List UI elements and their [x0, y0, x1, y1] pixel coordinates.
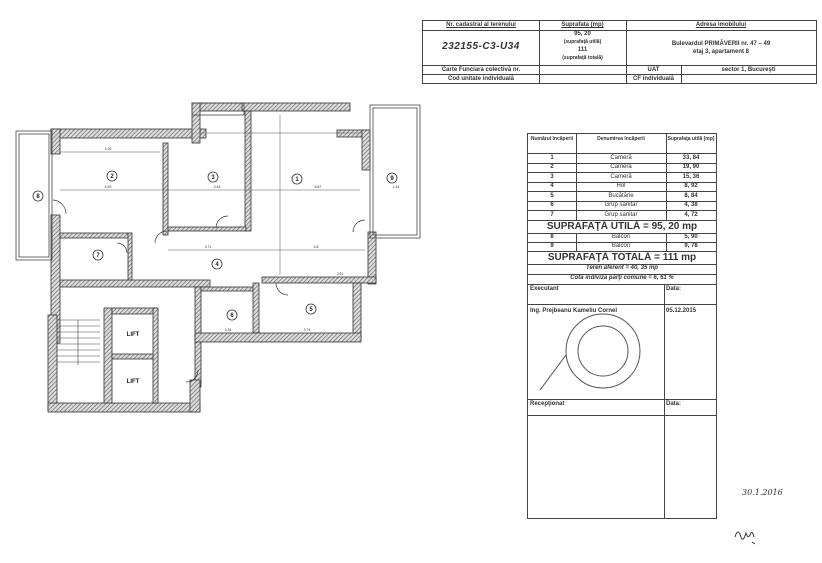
surface-useful-label: (suprafaţă utilă) [563, 39, 602, 45]
room-label: 6 [230, 313, 234, 319]
cf-individuala-label: CF individuală [632, 76, 674, 82]
room-2-marker [106, 170, 118, 182]
dimension-label: 5.67 [315, 185, 322, 189]
address-line2: etaj 3, apartament 8 [692, 49, 750, 55]
room-name: Hol [616, 183, 626, 189]
room-number: 7 [550, 211, 554, 218]
room-6-marker [226, 309, 238, 321]
executant-name: Ing. Prejbeanu Kameliu Cornel [530, 307, 618, 314]
room-area: 33, 84 [682, 154, 700, 161]
rooms-table: Numărul încăperii Denumirea încăperii Supr… [527, 133, 717, 519]
room-8-marker [32, 190, 44, 202]
room-label: 5 [309, 307, 313, 313]
room-number: 1 [550, 154, 554, 161]
room-label: 4 [215, 262, 219, 268]
address-header: Adresa imobilului [695, 22, 747, 28]
handwritten-date: 30.1.2016 [742, 488, 783, 497]
balcony-number: 9 [550, 243, 554, 249]
room-area: 4, 38 [684, 202, 698, 208]
surface-total-label: (suprafaţă totală) [562, 55, 603, 61]
room-3-marker [207, 171, 219, 183]
room-label: 9 [390, 176, 394, 182]
room-number: 6 [550, 202, 554, 208]
room-number: 3 [550, 173, 554, 180]
uat-label: UAT [647, 67, 660, 73]
room-area: 8, 84 [684, 192, 698, 199]
dimension-label: 4.26 [105, 147, 112, 151]
doors [52, 199, 366, 383]
room-number: 5 [550, 192, 554, 199]
received-date-label: Data: [666, 400, 682, 407]
room-5-marker [305, 303, 317, 315]
lift-label: LIFT [127, 332, 140, 338]
room-area: 19, 90 [682, 164, 700, 170]
balcony-outlines [15, 102, 421, 261]
cadastral-header: Nr. cadastral al terenului [446, 22, 516, 28]
surface-useful: 95, 20 [574, 31, 591, 37]
room-area: 15, 36 [682, 173, 700, 180]
handwritten-signature [734, 531, 756, 545]
executant-date: 05.12.2015 [666, 307, 697, 314]
stairs [57, 319, 100, 365]
dimension-label: 4.8 [314, 245, 319, 249]
useful-total: SUPRAFAŢĂ UTILĂ = 95, 20 mp [546, 220, 698, 232]
room-name: Grup sanitar [604, 202, 638, 208]
room-7-marker [92, 249, 104, 261]
dimension-label: 2.34 [225, 328, 232, 332]
dimension-label: 3.71 [205, 245, 212, 249]
room-label: 7 [96, 253, 100, 259]
dimension-label: 1.44 [393, 185, 400, 189]
dimension-label: 2.61 [337, 272, 344, 276]
room-9-marker [386, 172, 398, 184]
room-number: 2 [550, 164, 554, 170]
col-header-name: Denumirea încăperii [597, 136, 645, 142]
header-table: Nr. cadastral al terenului 232155-C3-U34… [422, 20, 817, 84]
room-1-marker [291, 173, 303, 185]
room-number: 4 [550, 183, 554, 189]
balcony-area: 5, 90 [684, 234, 698, 240]
stamp [539, 313, 641, 391]
room-4-marker [211, 258, 223, 270]
dimension-label: 4.52 [105, 185, 112, 189]
balcony-name: Balcon [611, 234, 631, 240]
dimension-lines [60, 115, 365, 275]
received-label: Recepţionat [530, 400, 565, 407]
surface-total: 111 [577, 47, 588, 53]
land-area: Teren aferent = 40, 35 mp [586, 265, 658, 271]
cadastral-number: 232155-C3-U34 [442, 41, 520, 52]
col-header-number: Numărul încăperii [530, 136, 574, 142]
room-label: 2 [110, 174, 114, 180]
dimension-label: 3.46 [214, 185, 221, 189]
room-name: Bucătărie [608, 192, 634, 199]
lift-label: LIFT [127, 379, 140, 385]
date-label: Data: [666, 285, 682, 292]
grand-total: SUPRAFAŢĂ TOTALĂ = 111 mp [547, 251, 697, 263]
executant-label: Executant [530, 285, 559, 292]
cod-unitate-label: Cod unitate individuală [447, 76, 514, 82]
common-share: Cotă indiviză părţi comune = 6, 61 % [570, 275, 674, 281]
room-label: 3 [211, 175, 215, 181]
surface-header: Suprafata (mp) [561, 22, 604, 28]
carte-funciara-label: Carte Funciara colectivă nr. [441, 67, 521, 73]
room-area: 4, 72 [684, 211, 698, 218]
room-name: Cameră [610, 173, 632, 180]
room-name: Cameră [610, 164, 632, 170]
col-header-area: Suprafaţa utilă [mp] [667, 136, 715, 142]
uat-value: sector 1, Bucureşti [721, 67, 776, 73]
balcony-area: 9, 78 [684, 243, 698, 249]
room-label: 8 [36, 194, 40, 200]
address-line1: Bulevardul PRIMĂVERII nr. 47 – 49 [671, 41, 771, 47]
room-name: Grup sanitar [604, 211, 638, 218]
dimension-label: 3.74 [304, 328, 311, 332]
room-area: 8, 92 [684, 183, 698, 189]
balcony-name: Balcon [611, 243, 631, 249]
walls [47, 102, 377, 413]
room-name: Cameră [610, 154, 632, 161]
balcony-number: 8 [550, 234, 554, 240]
room-label: 1 [295, 177, 299, 183]
